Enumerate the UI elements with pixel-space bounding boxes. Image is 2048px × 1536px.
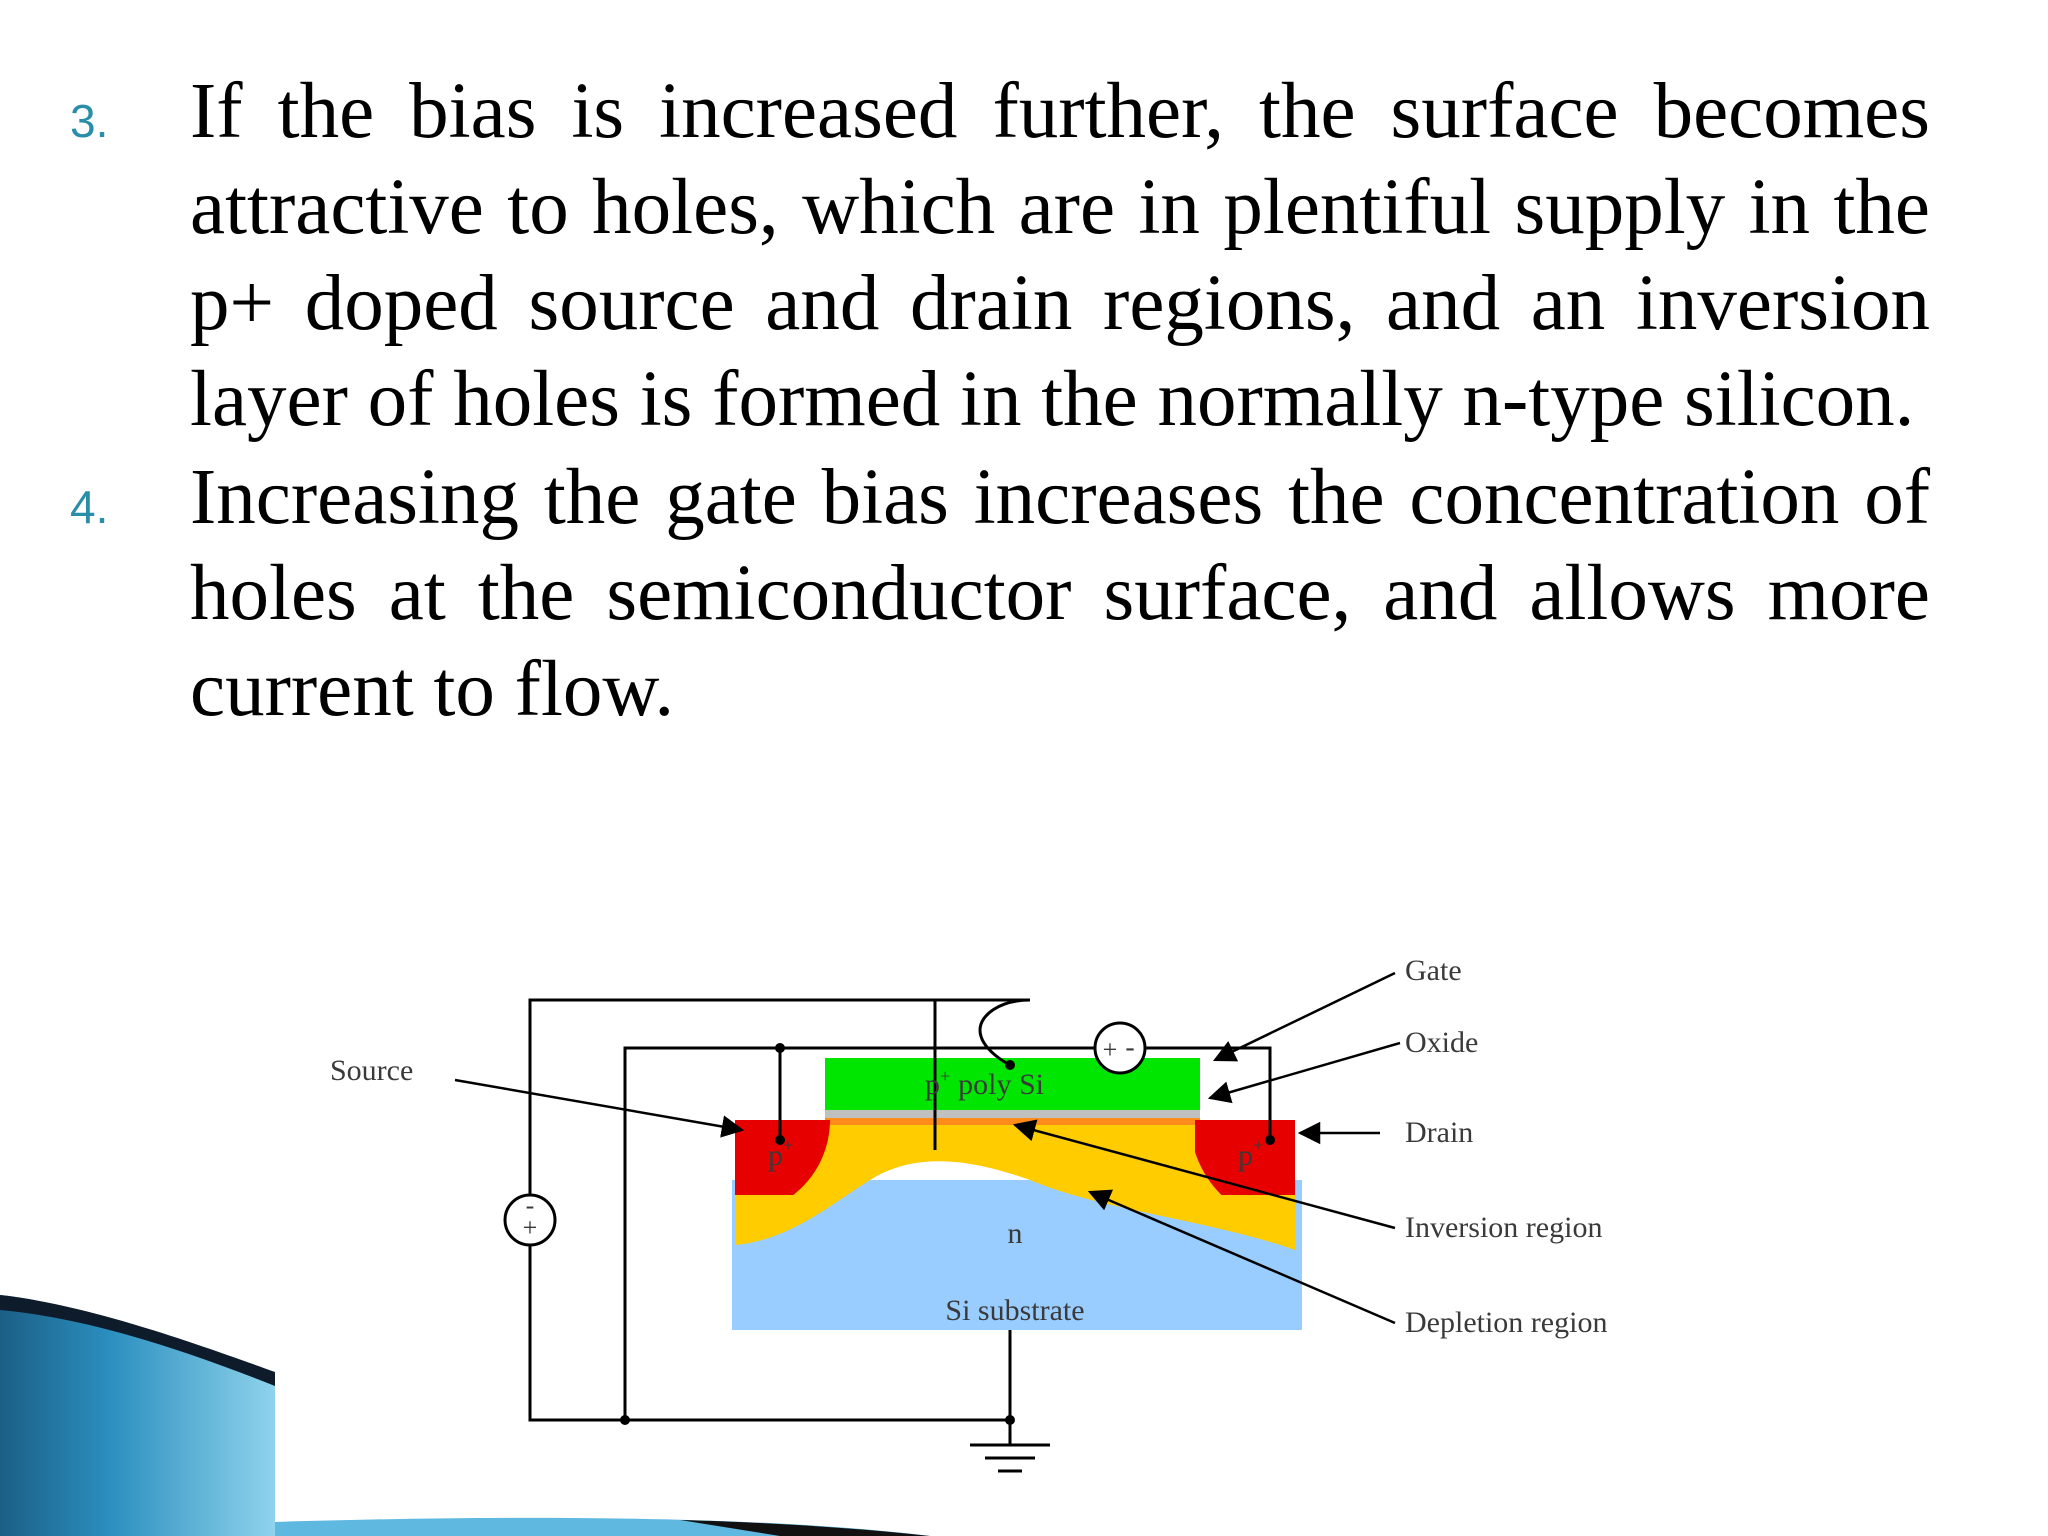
oxide-pointer xyxy=(1207,1041,1401,1104)
oxide-label: Oxide xyxy=(1405,1026,1478,1059)
inversion-region-label: Inversion region xyxy=(1405,1211,1602,1244)
inversion-pointer xyxy=(1012,1119,1396,1230)
bullet-list: 3. If the bias is increased further, the… xyxy=(70,64,1930,740)
drain-p-plus-label: p+ xyxy=(1238,1135,1263,1172)
bullet-item: 4. Increasing the gate bias increases th… xyxy=(70,450,1930,738)
svg-text:-: - xyxy=(1125,1032,1134,1063)
ground-icon xyxy=(970,1443,1050,1473)
source-drain-wire xyxy=(623,1046,782,1420)
depletion-region-label: Depletion region xyxy=(1405,1306,1607,1339)
gate-supply-wire xyxy=(935,998,1031,1067)
oxide-layer xyxy=(825,1109,1200,1118)
source-p-plus-region xyxy=(735,1120,830,1195)
body-bias-wire xyxy=(528,998,1010,1422)
source-label: Source xyxy=(330,1054,413,1087)
poly-gate-label: p+poly Si xyxy=(925,1066,1044,1101)
bullet-number: 3. xyxy=(70,95,109,147)
pmos-cross-section-diagram: + - - + p+poly Si p+ p+ n Si substrate G… xyxy=(330,954,1607,1473)
source-pointer xyxy=(454,1078,745,1138)
svg-text:+: + xyxy=(1103,1035,1118,1064)
n-region-label: n xyxy=(1008,1217,1023,1250)
bullet-number: 4. xyxy=(70,481,109,533)
drain-label: Drain xyxy=(1405,1116,1473,1149)
gate-voltage-source-icon: + - xyxy=(1093,1021,1147,1075)
gate-label: Gate xyxy=(1405,954,1462,987)
si-substrate-label: Si substrate xyxy=(945,1294,1084,1327)
bullet-item: 3. If the bias is increased further, the… xyxy=(70,64,1930,448)
svg-text:+: + xyxy=(523,1213,538,1242)
inversion-layer xyxy=(825,1117,1200,1125)
bullet-text: Increasing the gate bias increases the c… xyxy=(190,454,1930,733)
body-voltage-source-icon: - + xyxy=(503,1191,557,1247)
depletion-region xyxy=(735,1120,1295,1250)
source-p-plus-label: p+ xyxy=(768,1135,793,1172)
gate-pointer xyxy=(1212,971,1396,1062)
bullet-text: If the bias is increased further, the su… xyxy=(190,68,1930,443)
depletion-pointer xyxy=(1087,1189,1396,1325)
top-bus-wire xyxy=(780,1046,1272,1140)
svg-text:-: - xyxy=(526,1191,535,1220)
